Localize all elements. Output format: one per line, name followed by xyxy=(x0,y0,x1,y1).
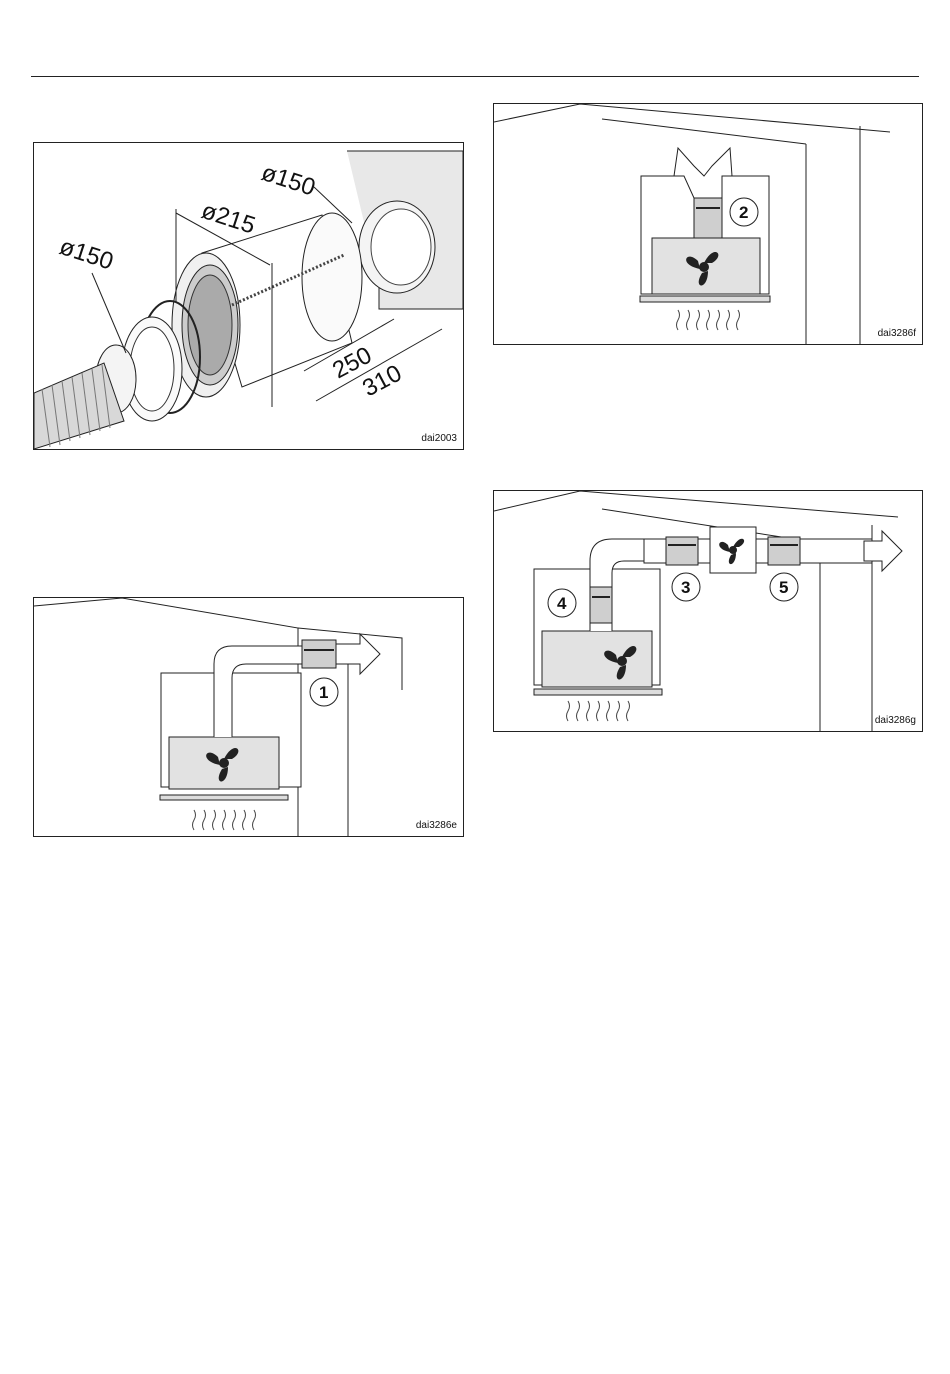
marker-4: 4 xyxy=(557,594,567,613)
marker-5: 5 xyxy=(779,578,788,597)
marker-2: 2 xyxy=(739,203,748,222)
figure-filter-dimensions: ø150 ø215 ø150 250 310 dai2003 xyxy=(33,142,464,450)
figure-code: dai3286e xyxy=(416,820,457,831)
figure-code: dai3286g xyxy=(875,715,916,726)
figure-code: dai3286f xyxy=(878,328,916,339)
marker-1: 1 xyxy=(319,683,328,702)
marker-3: 3 xyxy=(681,578,690,597)
filter-drawing: ø150 ø215 ø150 250 310 xyxy=(34,143,463,449)
dim-outlet-diameter: ø150 xyxy=(258,159,318,202)
header-rule xyxy=(31,76,919,77)
dim-inlet-diameter: ø150 xyxy=(56,233,116,276)
figure-installation-roof: 2 dai3286f xyxy=(493,103,923,345)
figure-installation-wall: 1 dai3286e xyxy=(33,597,464,837)
install-inline-drawing: 4 3 5 xyxy=(494,491,922,731)
figure-installation-inline-fan: 4 3 5 dai3286g xyxy=(493,490,923,732)
figure-code: dai2003 xyxy=(421,433,457,444)
install-roof-drawing: 2 xyxy=(494,104,922,344)
dim-body-diameter: ø215 xyxy=(198,197,258,240)
install-wall-drawing: 1 xyxy=(34,598,463,836)
